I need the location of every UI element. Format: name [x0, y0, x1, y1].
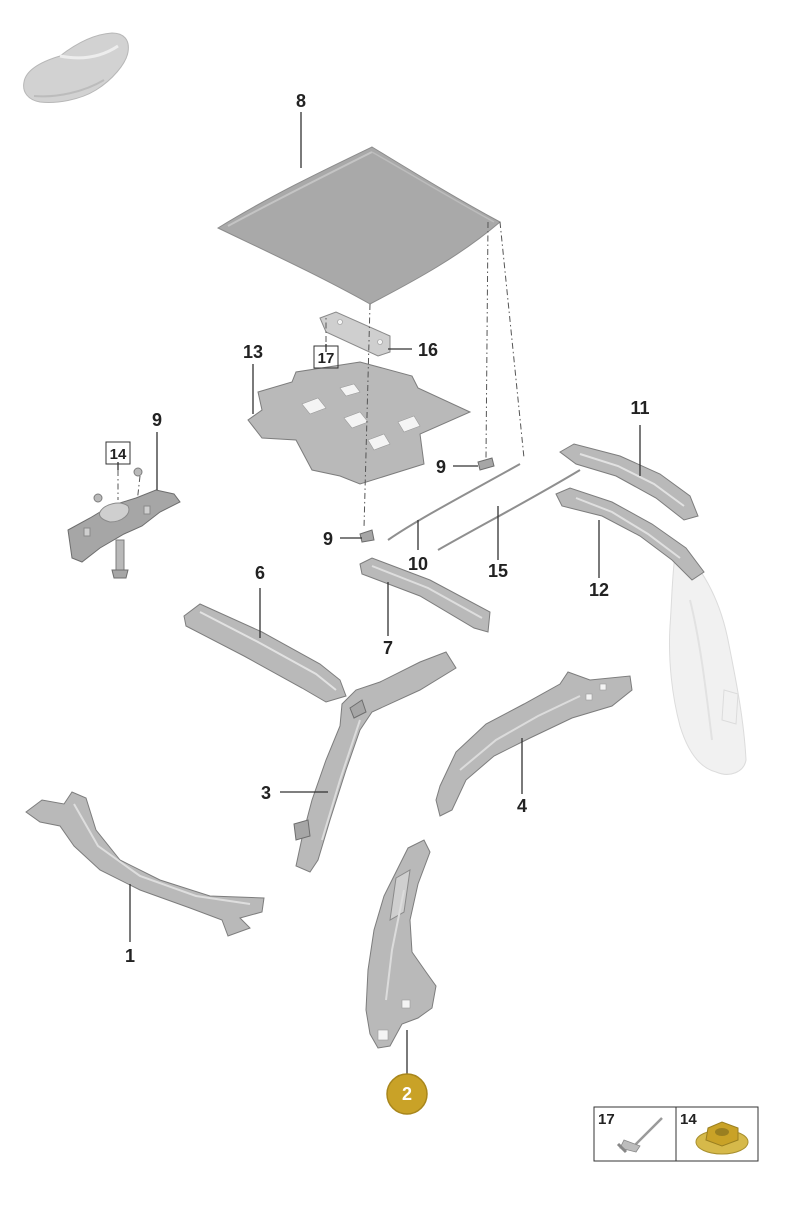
callout-9-lower-clip: 9 [323, 529, 333, 549]
callout-16: 16 [418, 340, 438, 360]
part-1-windscreen-frame[interactable] [25, 791, 265, 937]
callout-17-box [313, 345, 339, 369]
part-12-roof-frame-rail[interactable] [555, 487, 705, 581]
part-9-clip-lower[interactable] [359, 529, 375, 543]
legend-label-14: 14 [680, 1111, 697, 1128]
part-4-side-frame[interactable] [435, 671, 633, 817]
callout-15: 15 [488, 561, 508, 581]
callout-3: 3 [261, 783, 271, 803]
car-thumbnail-icon [23, 32, 129, 103]
callout-8: 8 [296, 91, 306, 111]
callout-2: 2 [402, 1084, 412, 1104]
callout-2-highlight[interactable]: 2 [386, 1073, 428, 1115]
leader-lines [117, 112, 641, 1076]
callout-13: 13 [243, 342, 263, 362]
callout-10: 10 [408, 554, 428, 574]
part-10-wire[interactable] [387, 463, 521, 541]
part-15-wire[interactable] [437, 469, 581, 551]
callout-14: 14 [110, 446, 127, 463]
callout-6: 6 [255, 563, 265, 583]
callout-4: 4 [517, 796, 527, 816]
ghost-body-panel [668, 547, 747, 775]
part-9-bracket-assembly[interactable] [67, 467, 181, 579]
part-2-b-pillar[interactable] [365, 839, 437, 1049]
callout-17: 17 [318, 350, 335, 367]
callout-14-box [105, 441, 131, 465]
legend-label-17: 17 [598, 1111, 615, 1128]
callout-12: 12 [589, 580, 609, 600]
callout-9-upper-clip: 9 [436, 457, 446, 477]
part-7-cross-member[interactable] [359, 557, 491, 633]
fastener-legend: 17 14 [593, 1106, 759, 1162]
callout-11: 11 [630, 398, 649, 418]
nut-icon [695, 1121, 749, 1155]
callout-7: 7 [383, 638, 393, 658]
callout-9-bracket: 9 [152, 410, 162, 430]
callout-1: 1 [125, 946, 135, 966]
part-9-clip-upper[interactable] [477, 457, 495, 471]
part-6-front-cross-member[interactable] [183, 603, 347, 703]
part-13-insulation-mat[interactable] [247, 361, 472, 485]
part-11-roof-side-rail[interactable] [559, 443, 699, 521]
part-3-a-pillar[interactable] [293, 651, 457, 873]
rivet-icon [616, 1117, 663, 1154]
part-8-roof-panel[interactable] [216, 146, 501, 305]
